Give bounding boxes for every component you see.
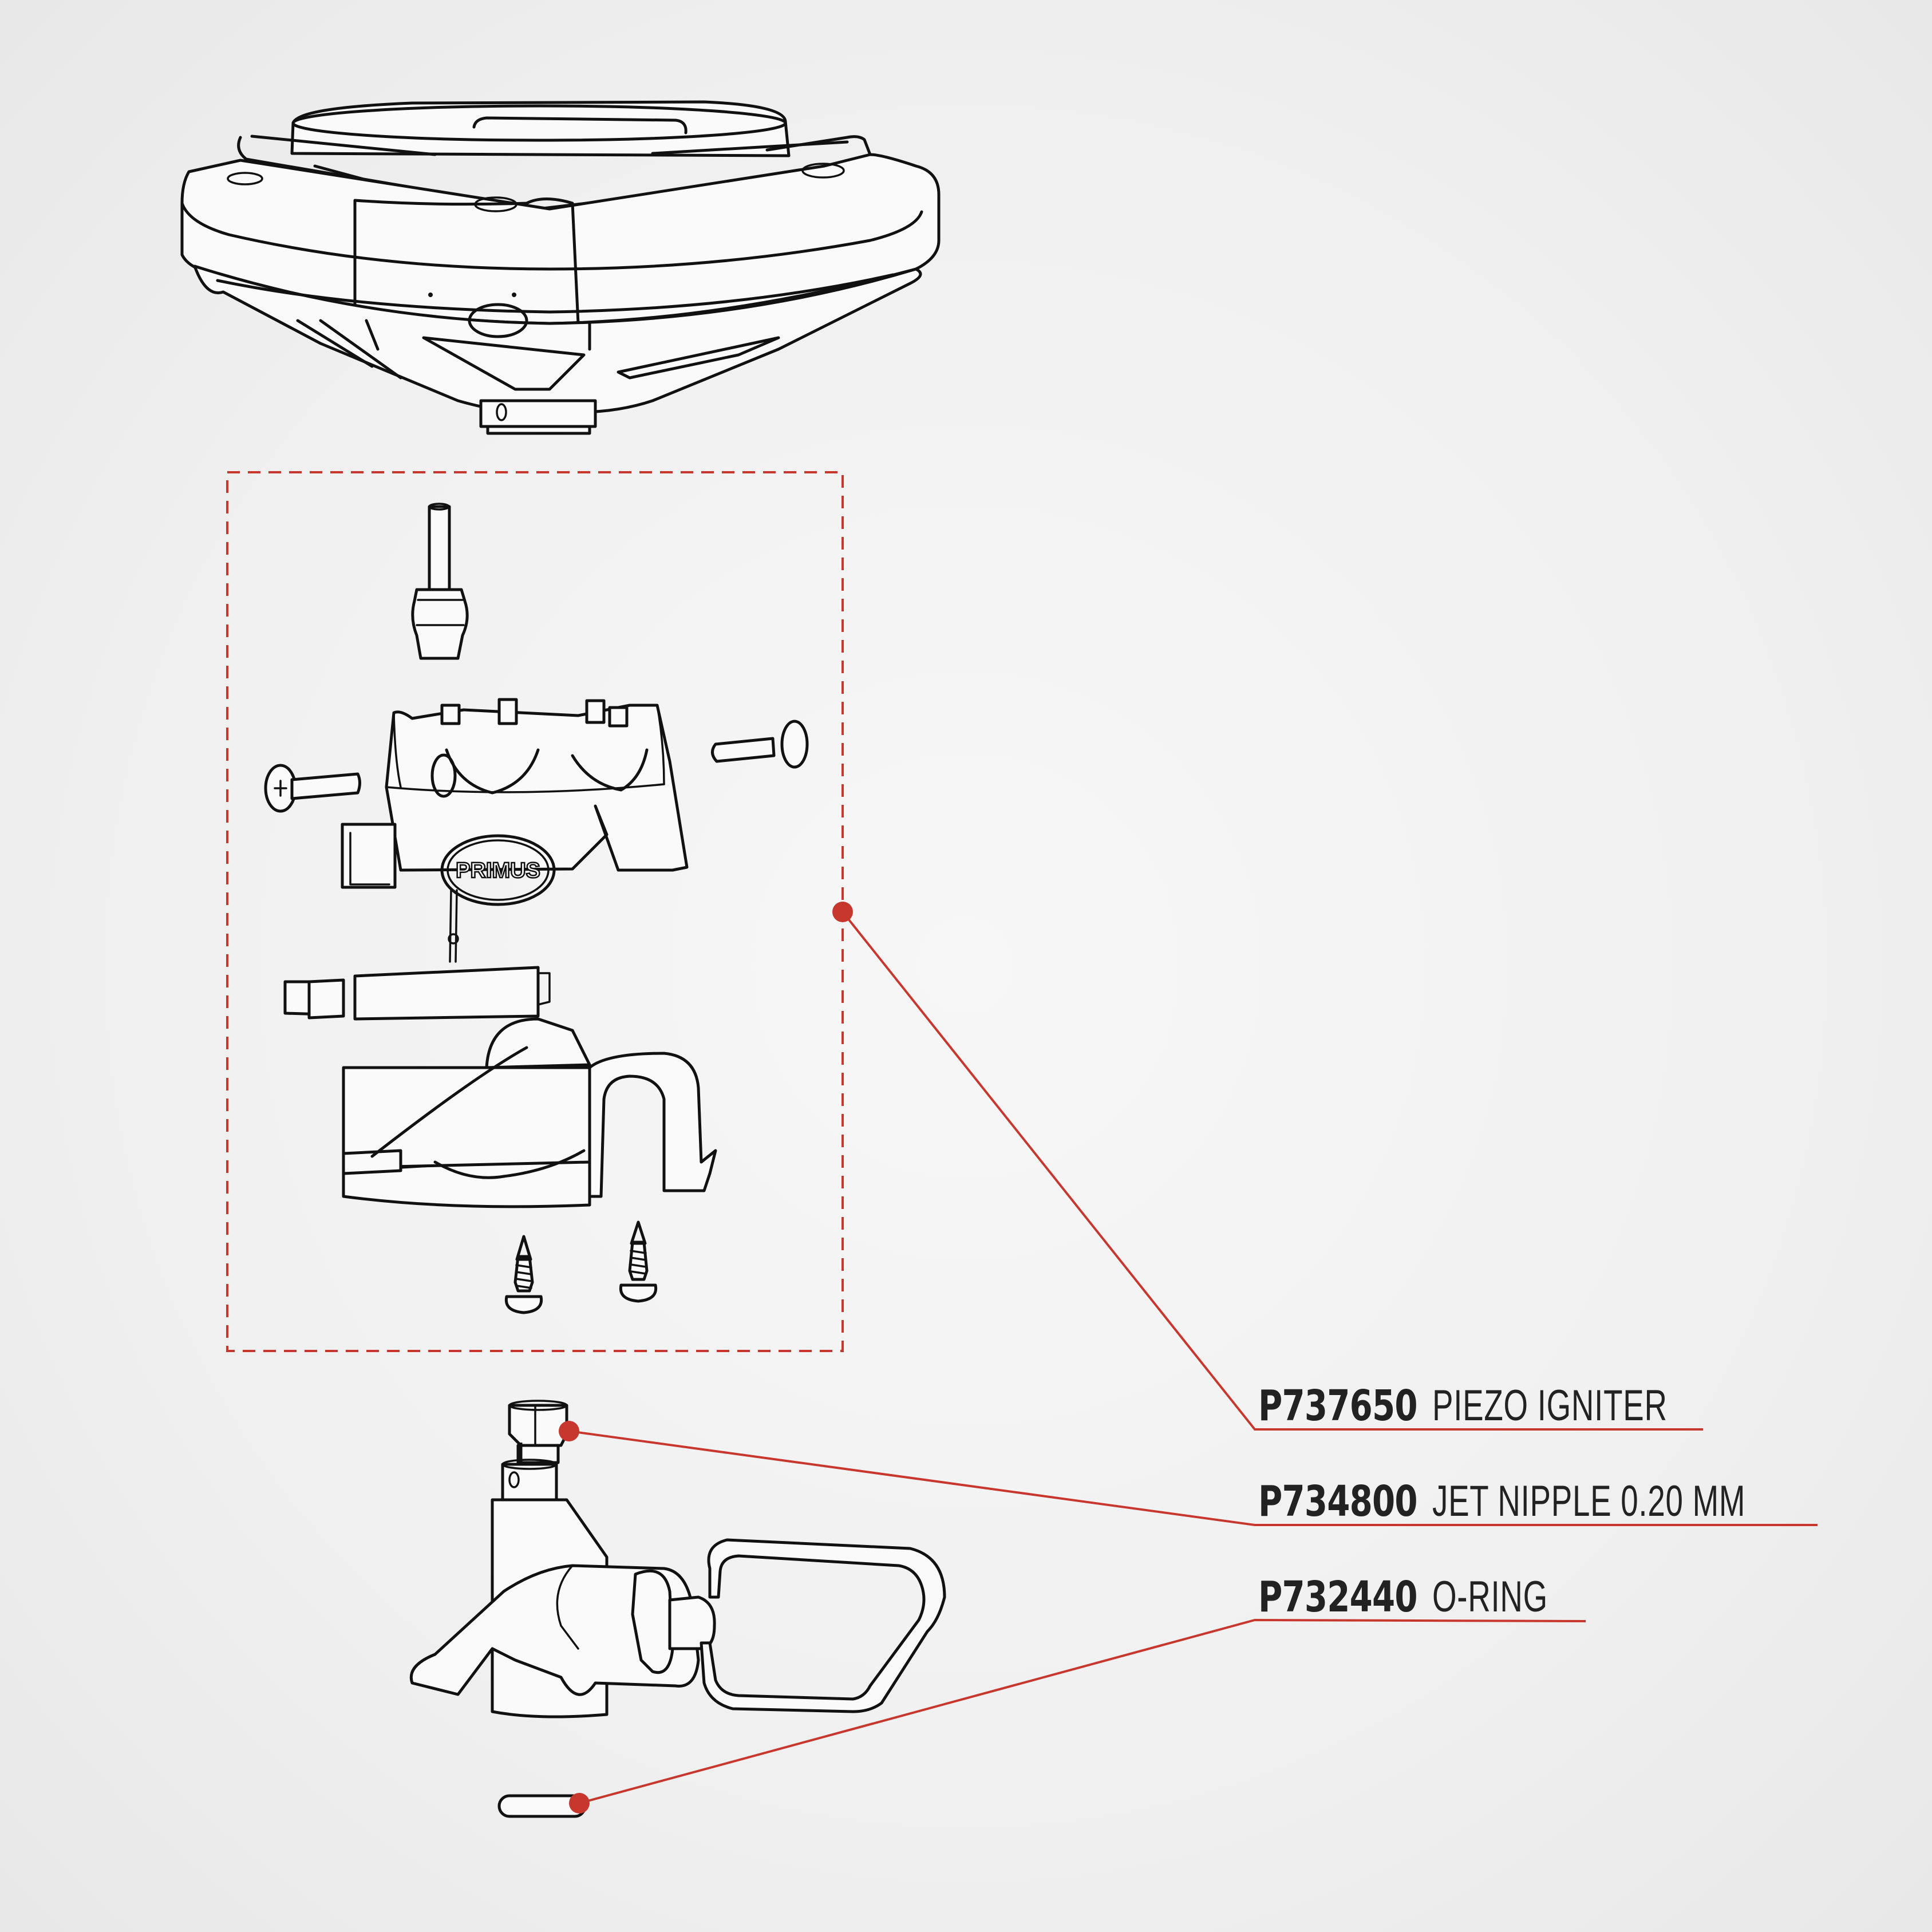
burner-head (180, 100, 941, 435)
bottom-screw-left (504, 1235, 543, 1314)
side-screw-right (711, 720, 809, 769)
piezo-block (283, 966, 551, 1021)
part-name: O-RING (1432, 1573, 1548, 1621)
callout-dot-jet-nipple (559, 1421, 579, 1441)
callout-dots (559, 902, 853, 1814)
side-screw-left (264, 764, 361, 813)
leader-o-ring (579, 1618, 1586, 1804)
callout-dot-piezo-igniter (832, 902, 853, 922)
leader-jet-nipple (568, 1430, 1818, 1526)
callout-dot-o-ring (569, 1793, 590, 1814)
part-label-o-ring: P732440 O-RING (1258, 1575, 1593, 1619)
part-code: P734800 (1258, 1477, 1418, 1526)
callout-leaders (568, 911, 1818, 1804)
primus-logo: PRIMUS (456, 859, 540, 883)
piezo-base (342, 1017, 717, 1208)
part-code: P732440 (1258, 1573, 1418, 1622)
part-label-piezo-igniter: P737650 PIEZO IGNITER (1258, 1384, 1759, 1428)
valve-body (410, 1459, 946, 1718)
bottom-screw-right (619, 1220, 658, 1303)
piezo-igniter-group-box (226, 471, 844, 1352)
piezo-housing: PRIMUS (341, 503, 689, 963)
part-code: P737650 (1258, 1381, 1418, 1431)
part-label-jet-nipple: P734800 JET NIPPLE 0.20 MM (1258, 1480, 1867, 1523)
part-name: JET NIPPLE 0.20 MM (1432, 1477, 1746, 1526)
part-name: PIEZO IGNITER (1432, 1381, 1668, 1430)
leader-piezo-igniter (841, 911, 1703, 1431)
